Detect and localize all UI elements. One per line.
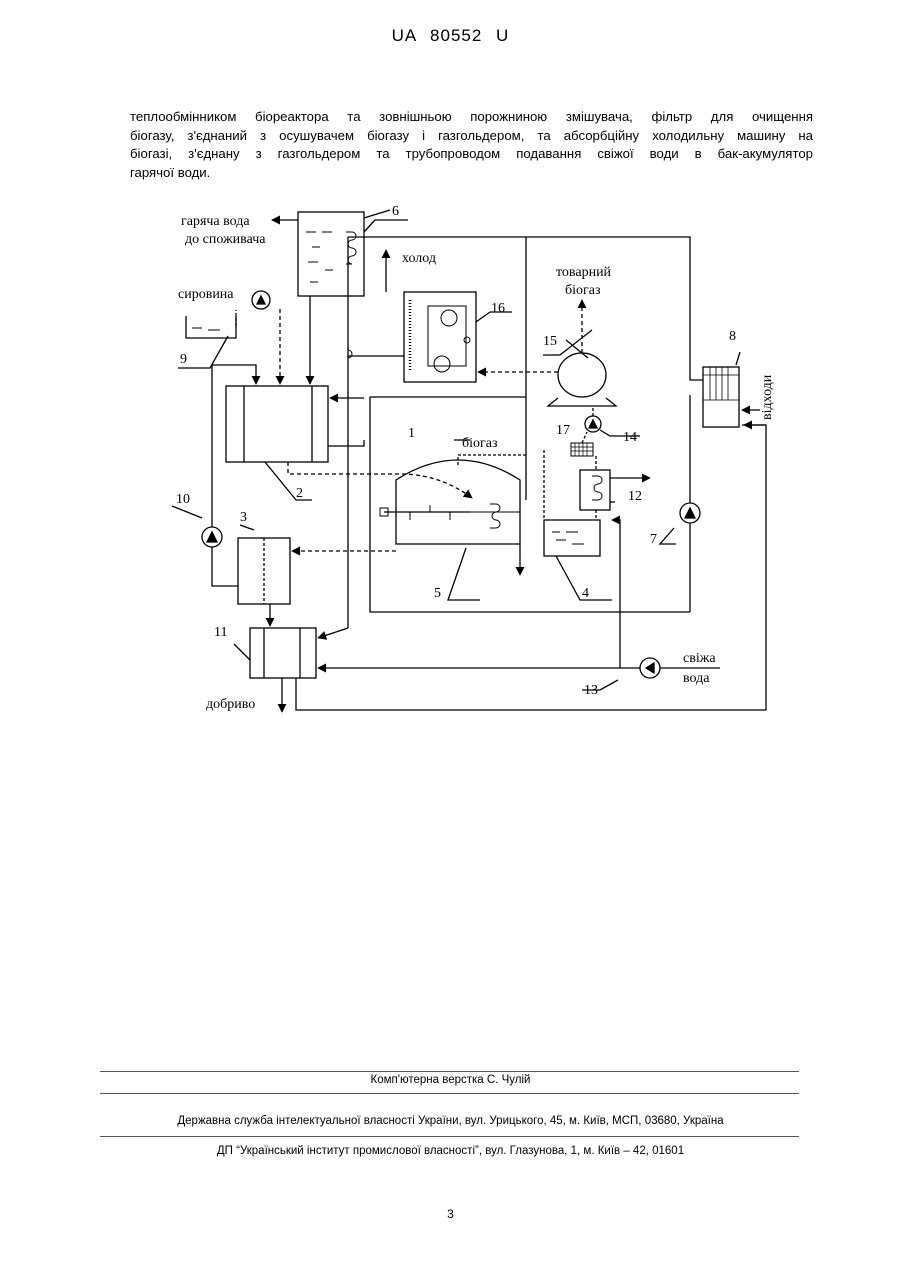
footer-rule (100, 1093, 799, 1094)
num-2: 2 (296, 486, 303, 501)
agency-address: Державна служба інтелектуальної власност… (0, 1115, 901, 1127)
num-10: 10 (176, 492, 190, 507)
num-3: 3 (240, 510, 247, 525)
label-product-biogas: біогаз (565, 283, 601, 298)
num-17: 17 (556, 423, 570, 438)
num-13: 13 (584, 683, 598, 698)
institute-address: ДП “Український інститут промислової вла… (0, 1145, 901, 1157)
num-4: 4 (582, 586, 589, 601)
num-7: 7 (650, 532, 657, 547)
label-raw: сировина (178, 287, 234, 302)
fertilizer-unit (250, 628, 316, 678)
label-to-consumer: до споживача (185, 232, 266, 247)
num-5: 5 (434, 586, 441, 601)
num-16: 16 (491, 301, 505, 316)
condensate-tank (544, 520, 600, 556)
num-11: 11 (214, 625, 227, 640)
label-product: товарний (556, 265, 612, 280)
mixer (226, 386, 328, 462)
page-number: 3 (0, 1207, 901, 1221)
label-hot-water: гаряча вода (181, 214, 250, 229)
num-9: 9 (180, 352, 187, 367)
num-14: 14 (623, 430, 637, 445)
label-fertilizer: добриво (206, 697, 255, 712)
footer-rule (100, 1071, 799, 1072)
waste-unit (703, 367, 739, 427)
typesetting-credit: Комп'ютерна верстка С. Чулій (0, 1074, 901, 1086)
hot-water-tank (298, 212, 364, 296)
biogas-plant-diagram: гаряча вода до споживача холод товарний … (0, 0, 901, 760)
num-6: 6 (392, 204, 399, 219)
footer-rule (100, 1136, 799, 1137)
num-1: 1 (408, 426, 415, 441)
label-cold: холод (402, 251, 436, 266)
bioreactor (396, 460, 520, 544)
num-12: 12 (628, 489, 642, 504)
label-water: вода (683, 671, 710, 686)
num-8: 8 (729, 329, 736, 344)
label-fresh: свіжа (683, 651, 716, 666)
label-biogas: біогаз (462, 436, 498, 451)
label-waste: відходи (760, 374, 775, 420)
biogas-filter (571, 443, 593, 456)
gasholder (558, 353, 606, 397)
num-15: 15 (543, 334, 557, 349)
